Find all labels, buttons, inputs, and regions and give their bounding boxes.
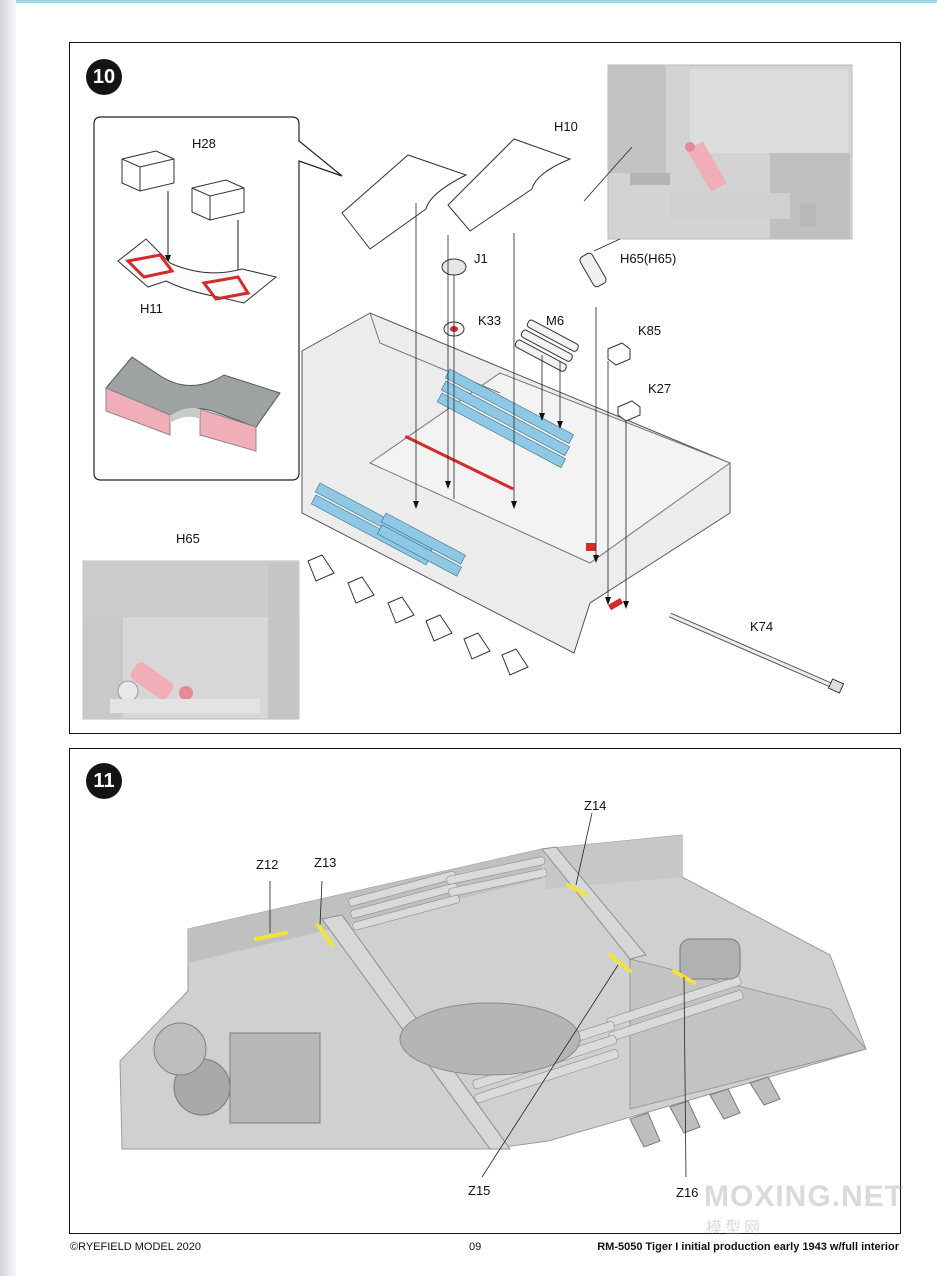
step-10-panel: 10 H28 H11 [69,42,901,734]
label-z13: Z13 [314,855,337,870]
step-10-badge: 10 [86,59,122,95]
inset-h65-photo-bottom [82,560,300,720]
label-m6: M6 [546,313,565,328]
footer-page-number: 09 [469,1241,482,1253]
inset-h65-photo-top [607,64,853,240]
label-z14: Z14 [584,798,607,813]
step-11-hull-illustration [119,812,867,1178]
label-h11: H11 [140,301,163,316]
label-k85: K85 [638,323,662,338]
label-z12: Z12 [256,857,279,872]
watermark-text: MOXING.NET [704,1180,905,1213]
label-h65-inset: H65 [176,531,200,546]
label-z15: Z15 [468,1183,491,1198]
inset-h28-h11-illustration [93,116,343,481]
label-k33: K33 [478,313,502,328]
label-h28: H28 [192,136,216,151]
label-j1: J1 [474,251,488,266]
label-h10: H10 [554,119,578,134]
label-h65-h65: H65(H65) [620,251,677,266]
label-z16: Z16 [676,1185,699,1200]
page-binding-edge [0,0,16,1276]
step-11-panel: 11 [69,748,901,1234]
footer-copyright: ©RYEFIELD MODEL 2020 [70,1241,201,1253]
footer-product-title: RM-5050 Tiger I initial production early… [597,1241,899,1253]
top-edge-line [16,0,937,3]
step-10-hull-illustration [301,138,845,694]
label-k74: K74 [750,619,774,634]
watermark-subtext: 模型网 [706,1220,764,1237]
step-11-badge: 11 [86,763,122,799]
label-k27: K27 [648,381,672,396]
